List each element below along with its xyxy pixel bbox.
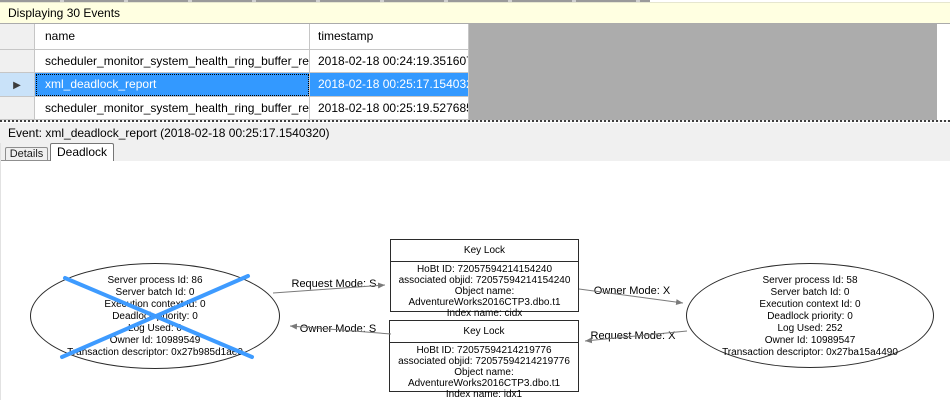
tab-deadlock[interactable]: Deadlock — [50, 143, 114, 161]
event-row-name-cell-selected[interactable]: xml_deadlock_report — [35, 73, 310, 97]
toolbar-remnant-strip — [0, 0, 650, 2]
deadlock-graph-canvas: Server process Id: 86 Server batch Id: 0… — [1, 161, 950, 400]
events-grid: name timestamp scheduler_monitor_system_… — [0, 24, 937, 120]
event-row-timestamp-cell[interactable]: 2018-02-18 00:24:19.3516078 — [310, 50, 469, 73]
process-detail-line: Deadlock priority: 0 — [112, 311, 198, 322]
resource-detail-line: associated objid: 72057594214219776 — [398, 356, 570, 367]
grid-corner-cell[interactable] — [0, 24, 35, 50]
event-summary-bar: Event: xml_deadlock_report (2018-02-18 0… — [0, 123, 950, 143]
event-summary-text: Event: xml_deadlock_report (2018-02-18 0… — [8, 126, 330, 140]
event-detail-pane: Details Deadlock Server process Id: 86 S… — [0, 143, 950, 400]
resource-detail-line: HoBt ID: 72057594214219776 — [416, 345, 552, 356]
displaying-events-banner: Displaying 30 Events — [0, 2, 950, 24]
row-selector-cell[interactable] — [0, 97, 35, 120]
process-node-survivor[interactable]: Server process Id: 58 Server batch Id: 0… — [686, 263, 934, 368]
event-row-name-cell[interactable]: scheduler_monitor_system_health_ring_buf… — [35, 97, 310, 120]
event-row-timestamp-cell-selected[interactable]: 2018-02-18 00:25:17.1540320 — [310, 73, 469, 97]
process-detail-line: Server process Id: 86 — [107, 275, 203, 286]
process-detail-line: Server batch Id: 0 — [115, 287, 195, 298]
process-detail-line: Log Used: 252 — [777, 323, 843, 334]
resource-node-key-lock-top[interactable]: Key Lock HoBt ID: 72057594214154240 asso… — [390, 239, 579, 319]
displaying-events-text: Displaying 30 Events — [8, 6, 121, 20]
resource-detail-line: Index name: idx1 — [445, 389, 523, 400]
event-row-timestamp-cell[interactable]: 2018-02-18 00:25:19.5276859 — [310, 97, 469, 120]
process-detail-line: Owner Id: 10989549 — [109, 335, 201, 346]
event-row-name-cell[interactable]: scheduler_monitor_system_health_ring_buf… — [35, 50, 310, 73]
tab-details[interactable]: Details — [5, 147, 48, 161]
edge-label-request-mode-s: Request Mode: S — [291, 278, 377, 290]
column-header-name[interactable]: name — [35, 24, 310, 50]
resource-detail-line: Index name: cidx — [446, 308, 523, 319]
process-detail-line: Execution context Id: 0 — [759, 299, 861, 310]
process-detail-line: Log Used: 0 — [128, 323, 182, 334]
process-detail-line: Transaction descriptor: 0x27ba15a4490 — [722, 347, 898, 358]
edge-label-owner-mode-x: Owner Mode: X — [593, 285, 671, 297]
resource-detail-line: Object name: AdventureWorks2016CTP3.dbo.… — [408, 286, 561, 308]
process-detail-line: Server batch Id: 0 — [770, 287, 850, 298]
edge-label-request-mode-x: Request Mode: X — [590, 330, 676, 342]
splitter-handle[interactable] — [0, 120, 950, 123]
resource-node-key-lock-bottom[interactable]: Key Lock HoBt ID: 72057594214219776 asso… — [389, 320, 579, 400]
edge-label-owner-mode-s: Owner Mode: S — [299, 323, 377, 335]
process-detail-line: Deadlock priority: 0 — [767, 311, 853, 322]
resource-detail-line: associated objid: 72057594214154240 — [398, 275, 571, 286]
process-detail-line: Transaction descriptor: 0x27b985d1ae0 — [67, 347, 243, 358]
resource-node-title: Key Lock — [391, 240, 578, 262]
process-detail-line: Server process Id: 58 — [762, 275, 858, 286]
resource-detail-line: HoBt ID: 72057594214154240 — [416, 264, 553, 275]
row-selector-cell-selected[interactable]: ▶ — [0, 73, 35, 97]
process-detail-line: Execution context Id: 0 — [104, 299, 206, 310]
selected-row-arrow-icon: ▶ — [13, 80, 21, 91]
column-header-timestamp[interactable]: timestamp — [310, 24, 469, 50]
resource-detail-line: Object name: AdventureWorks2016CTP3.dbo.… — [407, 367, 561, 389]
row-selector-cell[interactable] — [0, 50, 35, 73]
resource-node-title: Key Lock — [390, 321, 578, 343]
tab-strip: Details Deadlock — [1, 143, 950, 161]
process-detail-line: Owner Id: 10989547 — [764, 335, 856, 346]
process-node-victim[interactable]: Server process Id: 86 Server batch Id: 0… — [30, 263, 280, 369]
